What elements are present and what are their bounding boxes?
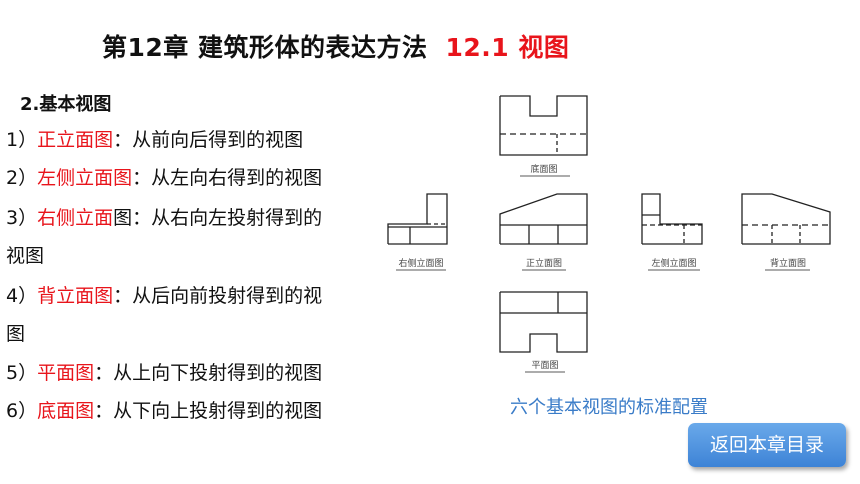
right-side-view-label: 右侧立面图 [398,257,443,269]
back-view [741,193,831,271]
item-number: 4） [6,285,38,307]
plan-view-label: 平面图 [531,360,558,371]
item-number: 3） [6,207,38,229]
front-view [499,193,588,271]
plan-view [499,291,588,373]
front-view-label: 正立面图 [526,257,562,269]
list-item: 4）背立面图：从后向前投射得到的视 图 [6,277,378,353]
item-number: 5） [6,362,38,384]
item-number: 6） [6,400,38,422]
diagram-caption: 六个基本视图的标准配置 [510,397,708,418]
item-term: 底面图 [37,400,95,422]
item-term: 背立面图 [37,285,114,307]
item-continuation: 视图 [6,245,45,267]
list-item: 6）底面图：从下向上投射得到的视图 [6,392,378,430]
right-side-view [387,193,448,271]
back-view-label: 背立面图 [770,257,806,269]
item-text: ：从前向后得到的视图 [113,129,304,151]
item-term: 正立面图 [37,129,114,151]
section-title: 12.1 视图 [445,33,570,62]
item-text: ：从上向下投射得到的视图 [94,362,323,384]
item-term: 平面图 [37,362,95,384]
item-term: 左侧立面图 [37,167,133,189]
left-side-view-label: 左侧立面图 [651,257,696,269]
item-text: 图：从右向左投射得到的 [113,207,323,229]
item-text: ：从下向上投射得到的视图 [94,400,323,422]
chapter-title: 第12章 建筑形体的表达方法 [102,33,428,62]
item-number: 1） [6,129,38,151]
return-to-chapter-button[interactable]: 返回本章目录 [688,423,846,467]
bottom-view-label: 底面图 [530,163,557,175]
item-text: ：从后向前投射得到的视 [113,285,323,307]
list-item: 2）左侧立面图：从左向右得到的视图 [6,159,378,197]
list-item: 1）正立面图：从前向后得到的视图 [6,121,378,159]
page-title: 第12章 建筑形体的表达方法 12.1 视图 [102,28,569,64]
left-side-view [641,193,703,271]
list-item: 5）平面图：从上向下投射得到的视图 [6,354,378,392]
subtitle: 2.基本视图 [20,94,112,115]
item-continuation: 图 [6,323,26,345]
item-text: ：从左向右得到的视图 [132,167,323,189]
item-number: 2） [6,167,38,189]
item-term: 右侧立面 [37,207,114,229]
bottom-view [499,95,588,177]
list-item: 3）右侧立面图：从右向左投射得到的 视图 [6,199,378,275]
